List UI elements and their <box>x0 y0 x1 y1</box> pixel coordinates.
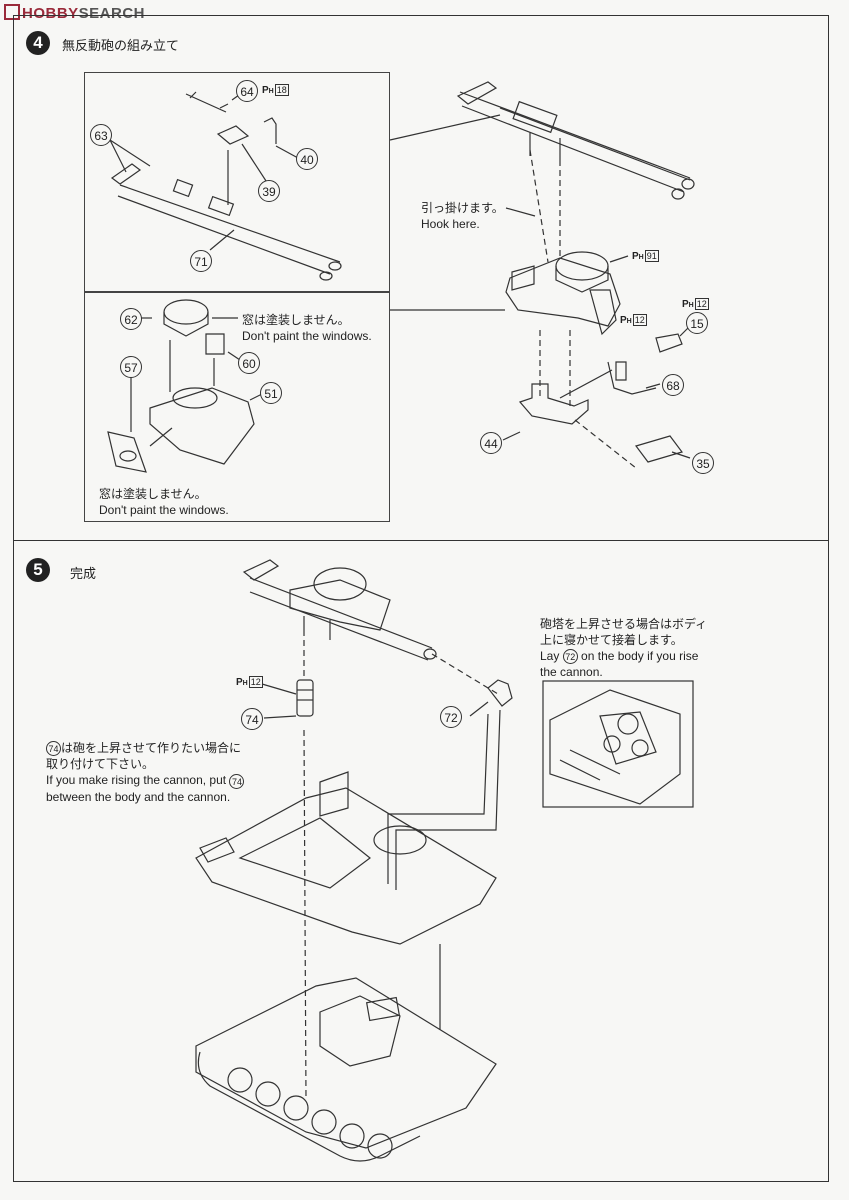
part-callout-63: 63 <box>90 124 112 146</box>
part-callout-35: 35 <box>692 452 714 474</box>
step5-title: 完成 <box>70 566 97 581</box>
part-callout-72: 72 <box>440 706 462 728</box>
inline-callout-74-b: 74 <box>229 773 245 789</box>
upper-hull-body <box>195 771 497 945</box>
step4-subpanel-cannon <box>84 72 390 292</box>
part-72-shape <box>487 679 513 707</box>
window-note-1: 窓は塗装しません。 Don't paint the windows. <box>242 313 372 343</box>
logo-mark-icon <box>4 4 20 20</box>
page-frame <box>13 15 829 1182</box>
part-callout-44: 44 <box>480 432 502 454</box>
rise-note: 砲塔を上昇させる場合はボディ 上に寝かせて接着します。 Lay 72 on th… <box>540 617 708 680</box>
step5-turret-cannon <box>242 559 437 661</box>
inline-callout-72: 72 <box>562 649 578 665</box>
part-callout-60: 60 <box>238 352 260 374</box>
step5-number: 5 <box>26 558 50 582</box>
part-callout-62: 62 <box>120 308 142 330</box>
part-callout-51: 51 <box>260 382 282 404</box>
step4-subpanel-turret <box>84 292 390 522</box>
part-74-shape <box>296 679 314 717</box>
part-68-outline <box>607 361 657 395</box>
window-note-2: 窓は塗装しません。 Don't paint the windows. <box>99 487 229 517</box>
main-cannon-assembly <box>456 81 695 200</box>
detail-inset-box <box>542 680 694 808</box>
turret-sub-assembly <box>107 299 255 473</box>
inline-callout-74-a: 74 <box>46 741 61 757</box>
part-callout-15: 15 <box>686 312 708 334</box>
part-callout-74: 74 <box>241 708 263 730</box>
step4-number: 4 <box>26 31 50 55</box>
hook-note: 引っ掛けます。 Hook here. <box>421 201 504 231</box>
part-callout-68: 68 <box>662 374 684 396</box>
part-callout-39: 39 <box>258 180 280 202</box>
base-bracket-44 <box>518 383 589 425</box>
part-callout-64: 64 <box>236 80 258 102</box>
step4-title: 無反動砲の組み立て <box>62 38 180 53</box>
lower-hull-tracks <box>195 977 497 1162</box>
detail-inset-drawing <box>549 689 681 805</box>
main-turret-body <box>505 251 621 336</box>
step-divider <box>13 540 829 541</box>
hobbysearch-logo: HOBBYSEARCH <box>4 4 145 22</box>
part-callout-40: 40 <box>296 148 318 170</box>
cannon-sub-assembly <box>110 91 342 281</box>
part-callout-71: 71 <box>190 250 212 272</box>
part-callout-57: 57 <box>120 356 142 378</box>
